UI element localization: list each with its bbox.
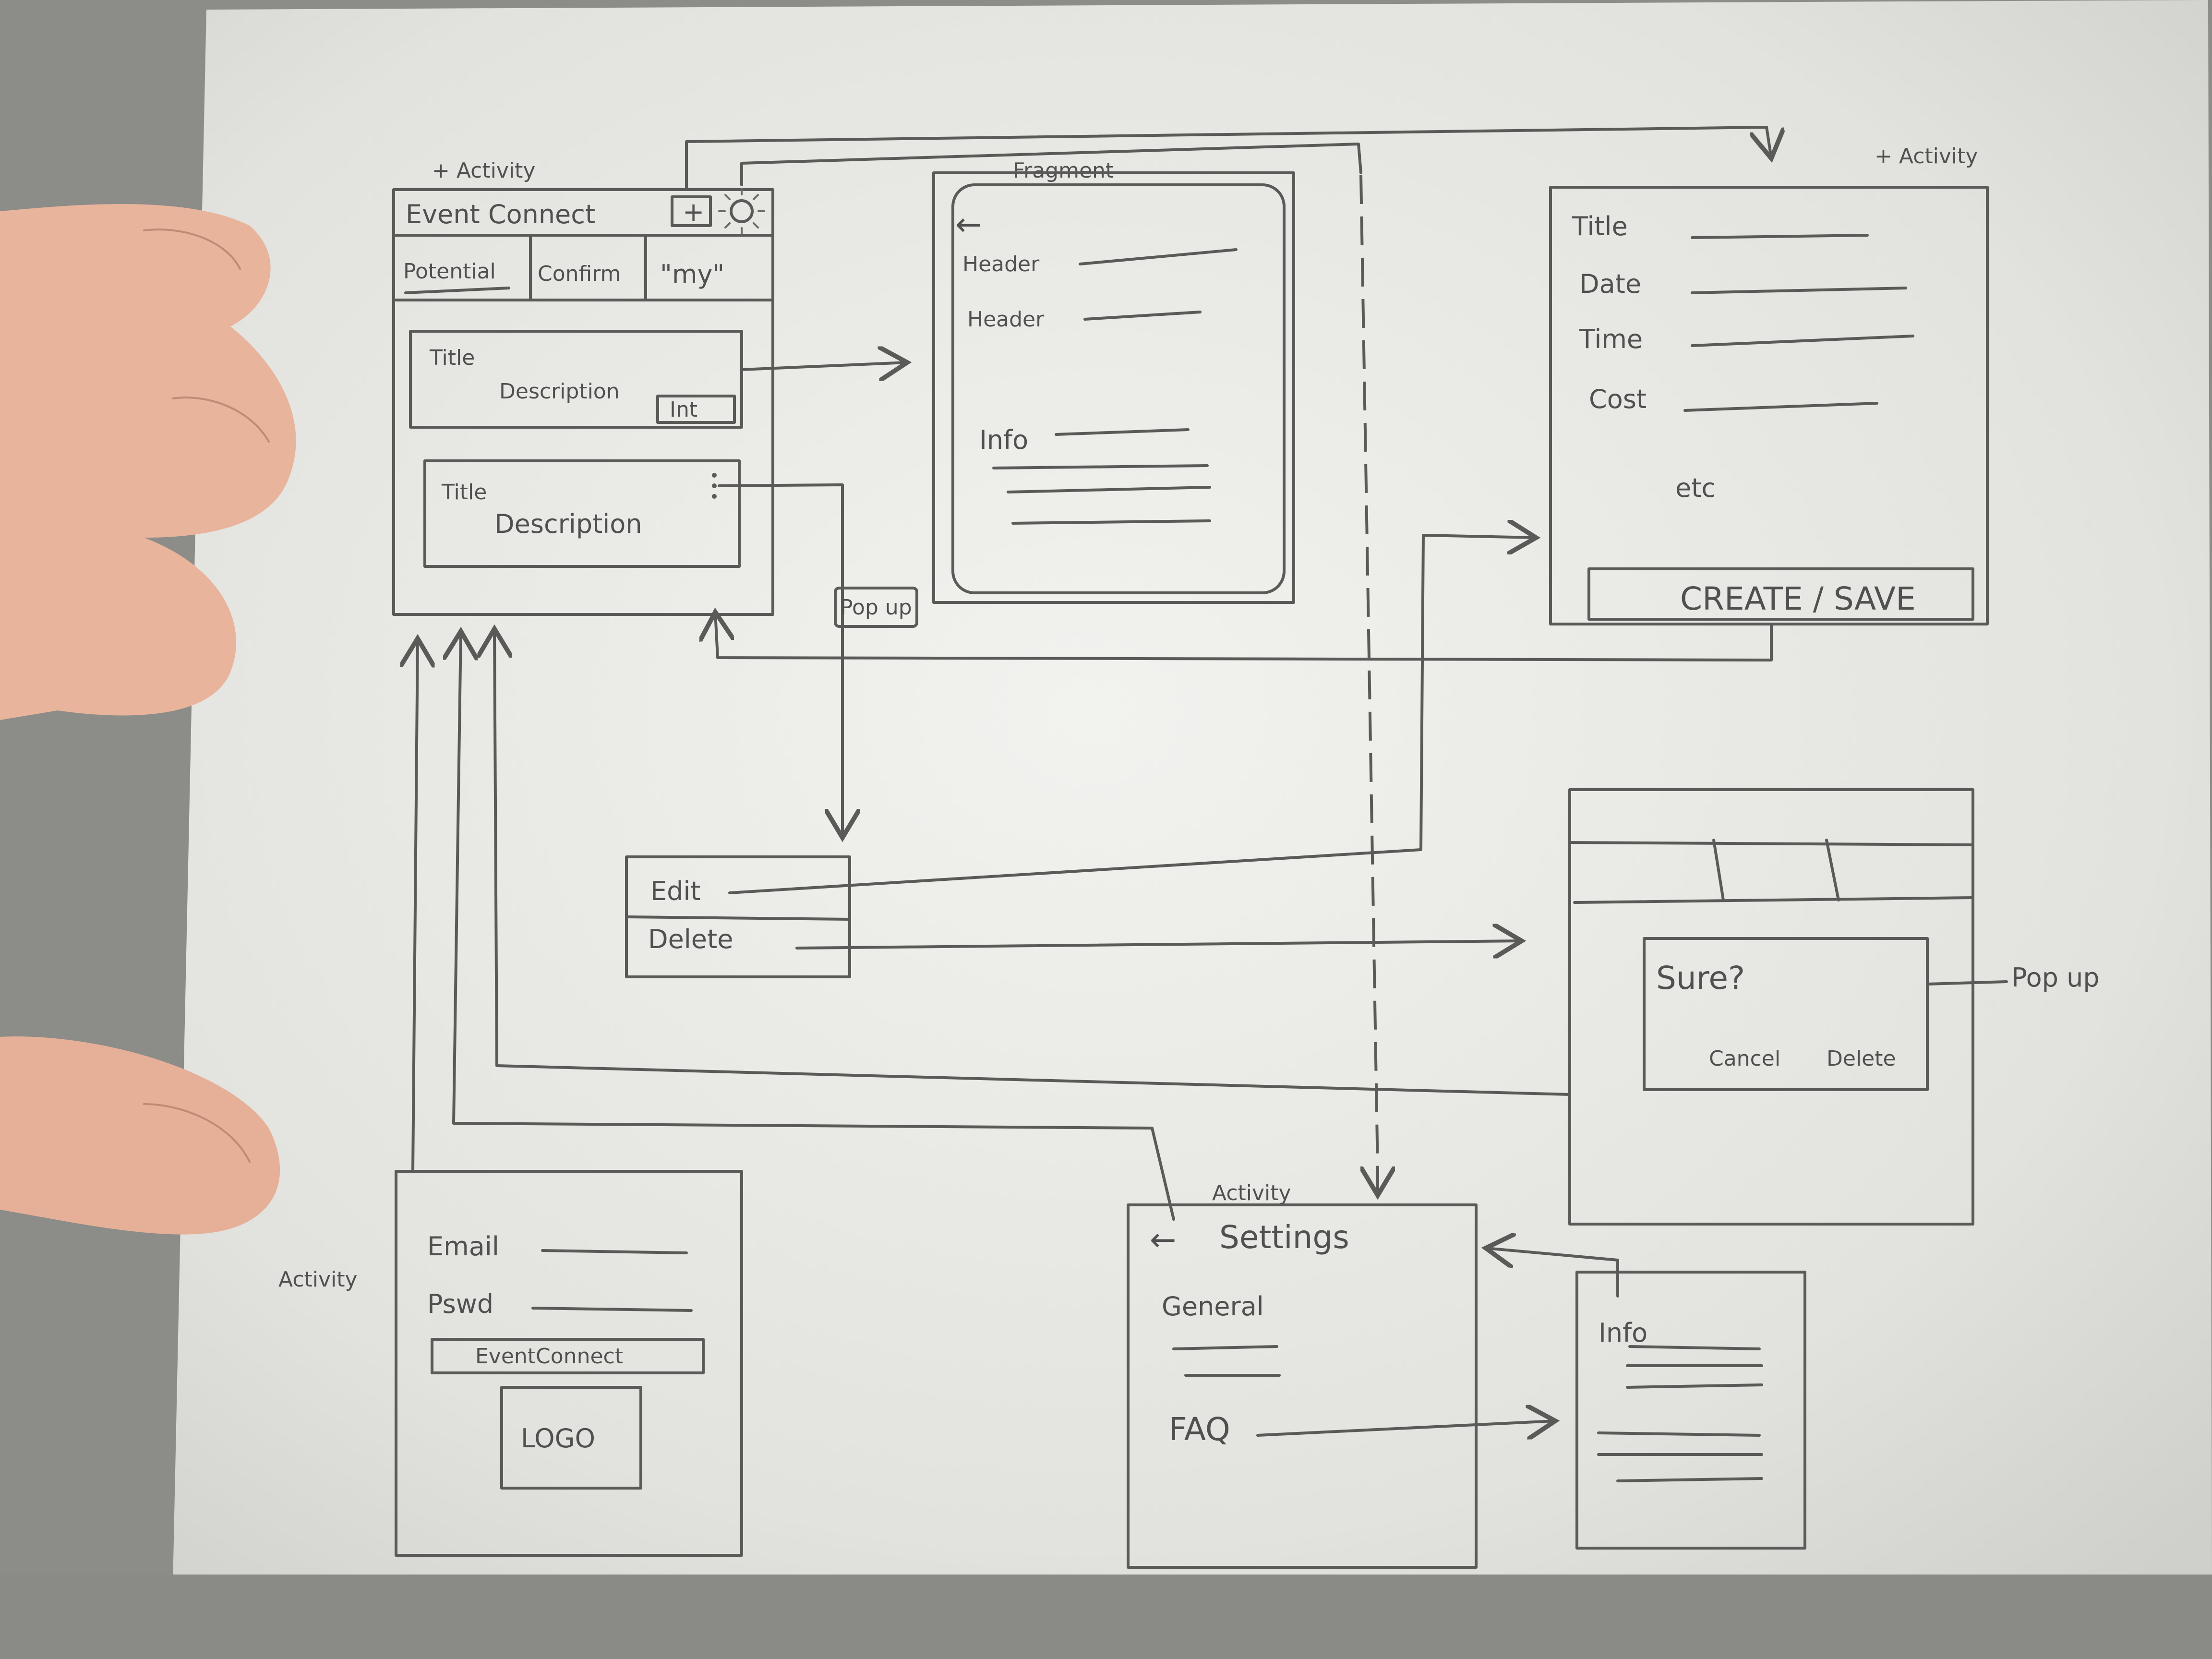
field-time-label: Time <box>1579 324 1643 354</box>
detail-fragment: Fragment ← Header Header Info <box>932 158 1295 604</box>
field-cost-label: Cost <box>1589 384 1647 414</box>
field-date-input[interactable] <box>1691 287 1907 294</box>
menu-delete[interactable]: Delete <box>648 924 733 954</box>
main-screen: + Activity Event Connect + Potential Con… <box>392 158 774 616</box>
hand <box>0 204 296 1235</box>
settings-back-arrow-icon[interactable]: ← <box>1150 1221 1176 1258</box>
field-title-input[interactable] <box>1691 234 1869 239</box>
add-button[interactable] <box>671 195 712 227</box>
label-popup-2: Pop up <box>2011 962 2100 993</box>
card1-description: Description <box>499 379 620 404</box>
overflow-popup-menu: Edit Delete <box>625 855 851 978</box>
label-activity-form: + Activity <box>1875 144 1978 168</box>
settings-title: Settings <box>1219 1219 1349 1256</box>
back-arrow-icon[interactable]: ← <box>955 206 982 243</box>
tab-potential[interactable]: Potential <box>403 259 496 284</box>
settings-gear-icon[interactable] <box>718 188 765 235</box>
label-popup: Pop up <box>840 595 912 620</box>
login-button-label: EventConnect <box>475 1344 623 1369</box>
confirm-cancel-button[interactable]: Cancel <box>1709 1046 1780 1071</box>
confirm-question: Sure? <box>1656 960 1745 997</box>
logo-text: LOGO <box>521 1423 595 1454</box>
info-screen: Info <box>1575 1271 1806 1550</box>
card2-description: Description <box>494 509 642 539</box>
field-time-input[interactable] <box>1691 335 1914 347</box>
card1-title: Title <box>429 346 475 370</box>
detail-info: Info <box>979 425 1028 455</box>
password-label: Pswd <box>427 1289 493 1319</box>
field-title-label: Title <box>1572 211 1628 241</box>
create-save-label: CREATE / SAVE <box>1680 580 1916 617</box>
menu-edit[interactable]: Edit <box>650 876 701 906</box>
settings-faq[interactable]: FAQ <box>1169 1411 1230 1448</box>
detail-header-2: Header <box>967 307 1045 332</box>
event-card-2[interactable]: Title Description <box>423 459 741 568</box>
table-bottom <box>0 1575 2212 1659</box>
settings-general[interactable]: General <box>1162 1291 1264 1322</box>
card2-title: Title <box>441 480 487 505</box>
confirm-delete-button[interactable]: Delete <box>1827 1046 1896 1071</box>
label-activity-login: Activity <box>278 1267 358 1292</box>
email-input[interactable] <box>541 1249 688 1254</box>
label-activity-settings: Activity <box>1212 1181 1291 1205</box>
email-label: Email <box>427 1231 499 1262</box>
confirm-dialog: Sure? Cancel Delete <box>1643 937 1929 1091</box>
field-cost-input[interactable] <box>1683 402 1878 412</box>
event-card-1[interactable]: Title Description Int <box>409 330 743 429</box>
interested-button[interactable] <box>656 395 736 424</box>
label-activity-main: + Activity <box>432 158 535 183</box>
form-screen: + Activity Title Date Time Cost etc CREA… <box>1549 144 1989 625</box>
confirm-screen: Sure? Cancel Delete Pop up <box>1568 788 2100 1226</box>
password-input[interactable] <box>531 1307 693 1312</box>
tab-confirm[interactable]: Confirm <box>538 262 621 286</box>
interested-button-label: Int <box>670 397 697 422</box>
login-screen: Activity Email Pswd EventConnect LOGO <box>278 1170 743 1557</box>
form-etc: etc <box>1675 473 1716 503</box>
detail-header-1: Header <box>962 252 1040 276</box>
field-date-label: Date <box>1579 269 1641 299</box>
app-title: Event Connect <box>406 199 595 229</box>
flow-arrows: Pop up <box>413 126 1771 1435</box>
login-button[interactable] <box>431 1338 705 1374</box>
label-fragment: Fragment <box>1013 158 1114 183</box>
tab-my[interactable]: "my" <box>660 259 724 289</box>
info-title: Info <box>1599 1318 1647 1348</box>
add-icon: + <box>683 197 704 227</box>
overflow-menu-icon[interactable] <box>712 473 717 499</box>
logo-box <box>500 1386 642 1490</box>
settings-screen: Activity ← Settings General FAQ <box>1127 1181 1478 1569</box>
create-save-button[interactable] <box>1587 567 1974 621</box>
